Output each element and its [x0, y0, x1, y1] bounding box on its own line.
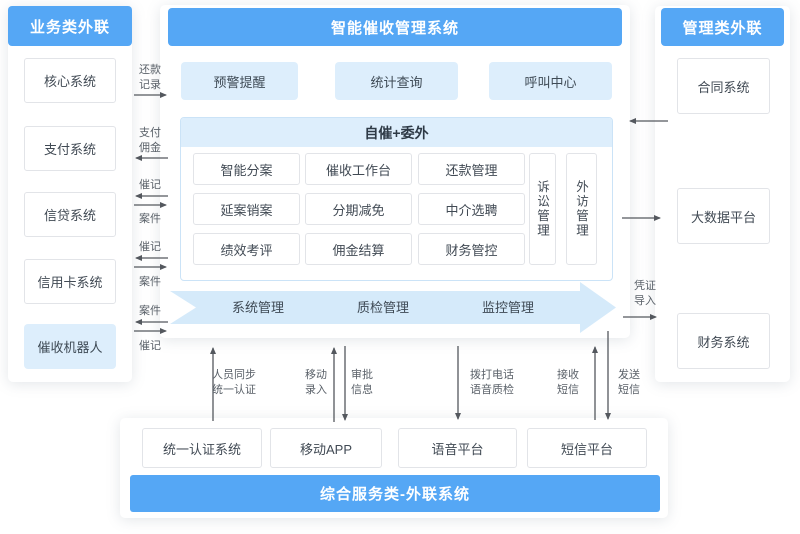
label-person-sync: 人员同步 统一认证 — [212, 369, 256, 396]
box-field-visit-management: 外访管理 — [566, 153, 597, 265]
box-credit-system: 信贷系统 — [24, 192, 116, 237]
box-payment-system: 支付系统 — [24, 126, 116, 171]
management-panel-header: 管理类外联 — [661, 8, 784, 46]
box-voice-platform: 语音平台 — [398, 428, 517, 468]
box-litigation-management: 诉讼管理 — [529, 153, 556, 265]
box-finance-system: 财务系统 — [677, 313, 770, 369]
box-core-system: 核心系统 — [24, 58, 116, 103]
label-robot-case: 案件 — [139, 305, 161, 317]
label-repayment-record: 还款 记录 — [139, 64, 161, 91]
box-installment-reduction: 分期减免 — [305, 193, 412, 225]
box-sms-platform: 短信平台 — [527, 428, 647, 468]
service-panel-header: 综合服务类-外联系统 — [130, 475, 660, 512]
label-credit-cuiji: 催记 — [139, 179, 161, 191]
label-pay-commission: 支付 佣金 — [139, 127, 161, 154]
label-card-cuiji: 催记 — [139, 241, 161, 253]
label-call-qc: 拨打电话 语音质检 — [470, 369, 514, 396]
business-panel-header: 业务类外联 — [8, 6, 132, 46]
band-system-management: 系统管理 — [231, 300, 284, 315]
label-voucher-import: 凭证 导入 — [634, 280, 656, 307]
box-statistics-query: 统计查询 — [335, 62, 458, 100]
box-case-delay-close: 延案销案 — [193, 193, 300, 225]
self-outsource-panel-title: 自催+委外 — [181, 118, 612, 147]
box-performance-review: 绩效考评 — [193, 233, 300, 265]
box-repayment-management: 还款管理 — [418, 153, 525, 185]
label-credit-case: 案件 — [139, 213, 161, 225]
box-contract-system: 合同系统 — [677, 58, 770, 114]
box-mobile-app: 移动APP — [270, 428, 382, 468]
box-collection-robot: 催收机器人 — [24, 324, 116, 369]
box-bigdata-platform: 大数据平台 — [677, 188, 770, 244]
box-credit-card-system: 信用卡系统 — [24, 259, 116, 304]
band-quality-management: 质检管理 — [356, 300, 409, 315]
label-receive-sms: 接收 短信 — [557, 369, 579, 396]
band-monitor-management: 监控管理 — [481, 300, 534, 315]
box-unified-auth-system: 统一认证系统 — [142, 428, 262, 468]
box-collection-workbench: 催收工作台 — [305, 153, 412, 185]
box-finance-control: 财务管控 — [418, 233, 525, 265]
box-call-center: 呼叫中心 — [489, 62, 612, 100]
label-card-case: 案件 — [139, 276, 161, 288]
box-commission-settlement: 佣金结算 — [305, 233, 412, 265]
center-panel-header: 智能催收管理系统 — [168, 8, 622, 46]
box-smart-case-assign: 智能分案 — [193, 153, 300, 185]
label-mobile-entry: 移动 录入 — [305, 369, 327, 396]
box-agency-selection: 中介选聘 — [418, 193, 525, 225]
label-robot-cuiji: 催记 — [139, 340, 161, 352]
label-approval-info: 审批 信息 — [351, 369, 373, 396]
box-warning-reminder: 预警提醒 — [181, 62, 298, 100]
label-send-sms: 发送 短信 — [618, 369, 640, 396]
